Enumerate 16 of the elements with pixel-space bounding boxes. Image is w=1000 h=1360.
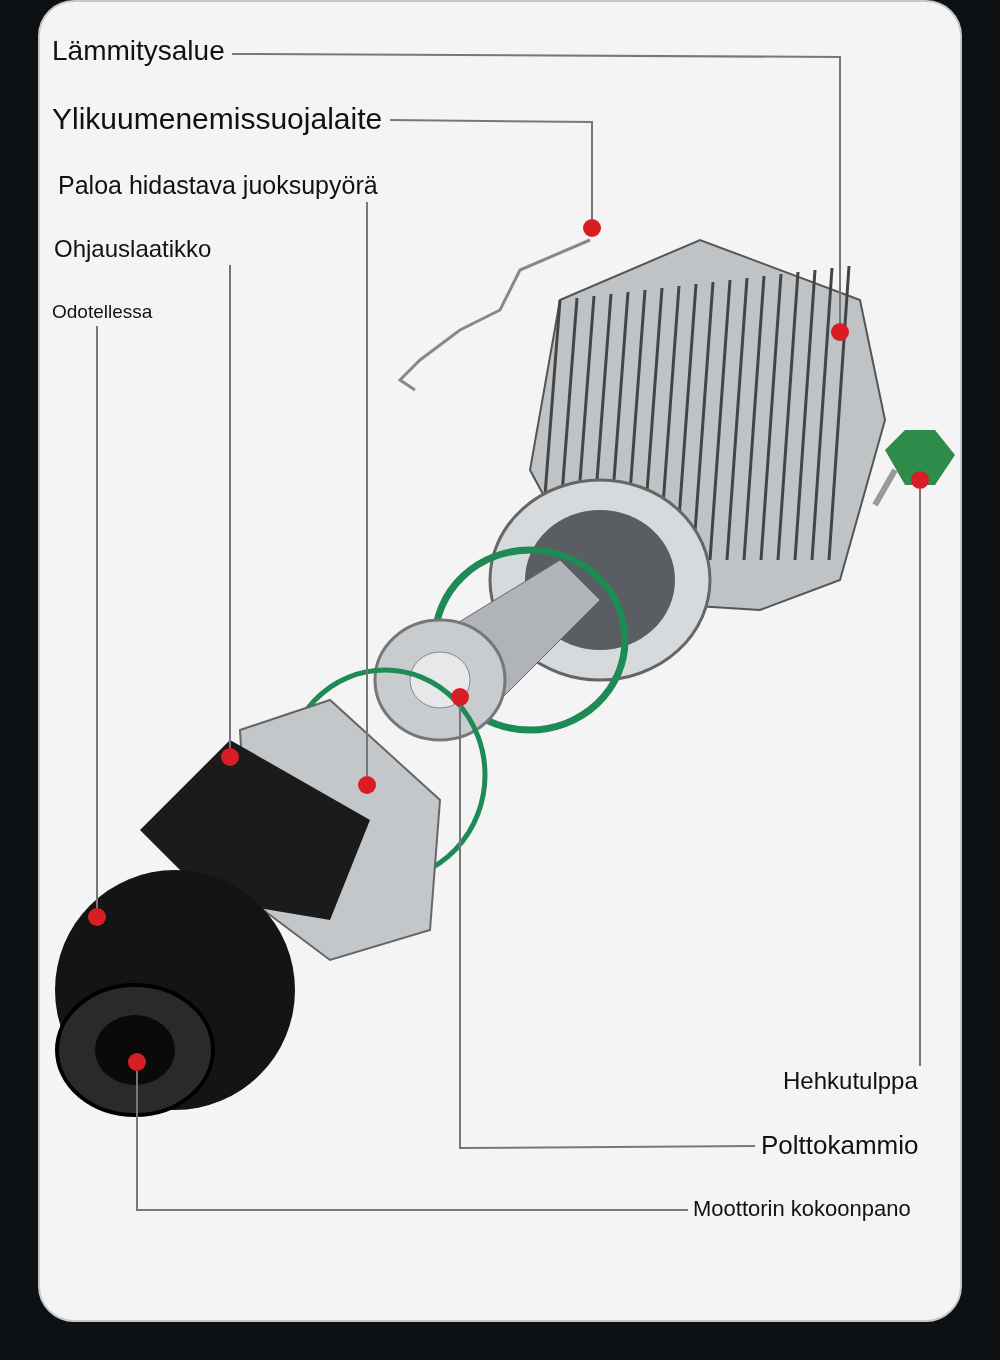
leader-line — [229, 264, 231, 749]
leader-line — [136, 1070, 689, 1211]
part-label: Paloa hidastava juoksupyörä — [58, 172, 378, 200]
leader-line — [389, 119, 593, 220]
part-label: Ylikuumenemissuojalaite — [52, 102, 383, 135]
part-label: Ohjauslaatikko — [54, 236, 212, 263]
part-label: Moottorin kokoonpano — [693, 1197, 911, 1222]
part-label: Hehkutulppa — [783, 1068, 918, 1095]
leader-line — [231, 53, 841, 324]
leader-line — [919, 488, 921, 1067]
part-label: Lämmitysalue — [52, 36, 225, 67]
part-label: Polttokammio — [761, 1131, 919, 1160]
leader-line — [366, 201, 368, 777]
part-label: Odotellessa — [52, 302, 153, 323]
leader-line — [96, 325, 98, 909]
leader-line — [459, 705, 756, 1149]
